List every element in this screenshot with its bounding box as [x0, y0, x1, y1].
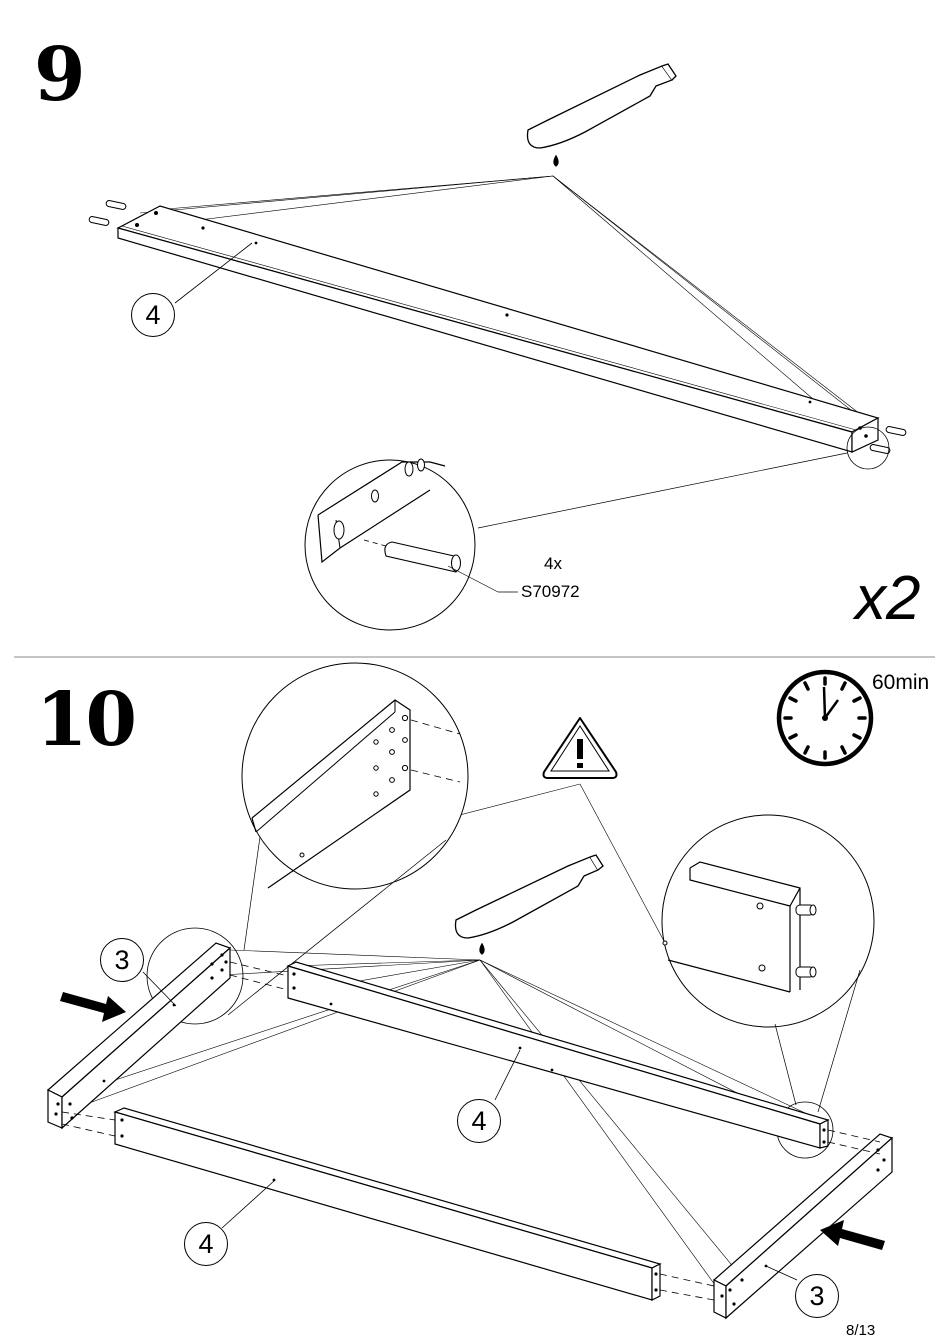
clock-icon — [779, 672, 871, 764]
part-callout-3-right: 3 — [795, 1274, 839, 1318]
page-number: 8/13 — [846, 1322, 875, 1339]
warning-triangle-icon — [544, 718, 617, 778]
part-callout-4-front: 4 — [184, 1222, 228, 1266]
rail-front — [115, 1108, 660, 1300]
dowel-detail-zoom-right — [662, 815, 874, 1112]
panel-detail-zoom-left — [228, 663, 468, 1015]
part-callout-4-back: 4 — [457, 1099, 501, 1143]
glue-tube-icon — [456, 855, 604, 954]
part-callout-3-left: 3 — [100, 938, 144, 982]
time-estimate: 60min — [872, 671, 929, 695]
